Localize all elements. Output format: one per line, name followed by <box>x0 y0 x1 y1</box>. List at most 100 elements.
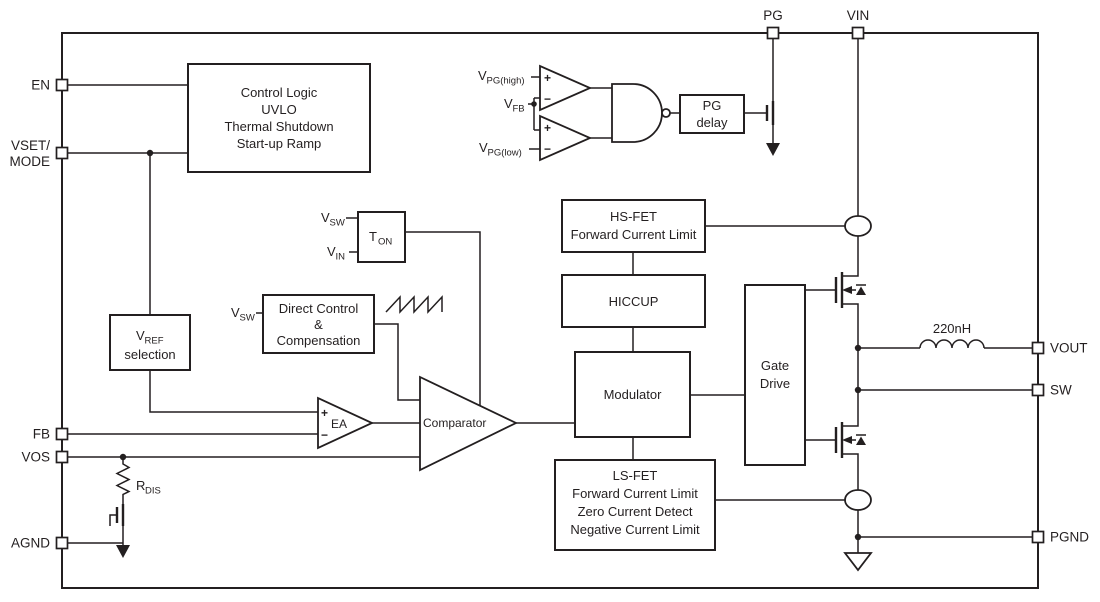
pg-delay-line1: PG <box>703 98 722 113</box>
gate-drive-line1: Gate <box>761 358 789 373</box>
pin-en <box>55 78 69 92</box>
junction-dot <box>854 386 862 394</box>
inductor-icon <box>919 339 985 349</box>
pin-label-vin: VIN <box>847 8 870 23</box>
pg-fet-ground-arrow-icon <box>766 143 780 156</box>
gate-drive-line2: Drive <box>760 376 790 391</box>
ton-label-sub: ON <box>378 237 392 248</box>
rdis-label-sub: DIS <box>145 486 161 497</box>
modulator-block <box>574 351 691 438</box>
vsw-dc-label: V <box>231 305 240 320</box>
vsw-ton-label-sub: SW <box>330 218 345 229</box>
ea-label: EA <box>331 417 347 431</box>
vfb-label: V <box>504 96 513 111</box>
hs-fet-body-arrow-icon <box>842 286 852 294</box>
vin-ton-label: V <box>327 244 336 259</box>
vref-label: V <box>136 328 145 343</box>
control-logic-line1: Control Logic <box>241 85 318 100</box>
pin-label-vos: VOS <box>21 450 50 465</box>
wire-rdis-chain <box>115 457 131 545</box>
ls-fet-line4: Negative Current Limit <box>570 522 700 537</box>
vfb-label-sub: FB <box>513 104 525 115</box>
vsw-dc-label-sub: SW <box>240 313 255 324</box>
vin-ton-label-sub: IN <box>336 252 346 263</box>
wire-vref-to-ea <box>149 370 318 413</box>
polarity-signs: + − + − + − <box>321 71 551 442</box>
ea-minus-sign: − <box>321 428 328 442</box>
wiring <box>67 38 1033 553</box>
comp2-plus-sign: + <box>544 121 551 135</box>
wire-ton-out <box>405 231 481 406</box>
junction-dot <box>531 101 537 107</box>
vpg-high-label-sub: PG(high) <box>487 76 525 87</box>
junction-dots <box>119 101 862 541</box>
ls-fet-body-arrow-icon <box>842 436 852 444</box>
pin-vos <box>55 450 69 464</box>
pin-pg <box>766 26 780 40</box>
comp2-minus-sign: − <box>544 142 551 156</box>
hs-fet-line1: HS-FET <box>610 209 657 224</box>
modulator-label: Modulator <box>604 387 662 402</box>
ground-icon <box>843 552 873 572</box>
pin-vin <box>851 26 865 40</box>
inductor-value-label: 220nH <box>933 321 971 336</box>
ls-fet-limit-block <box>554 459 716 551</box>
pin-label-vout: VOUT <box>1050 341 1088 356</box>
sawtooth-waveform-icon <box>385 295 443 314</box>
hs-current-sense-icon <box>844 215 872 237</box>
pin-labels: EN VSET/ MODE FB VOS AGND PG VIN VOUT SW… <box>10 8 1090 551</box>
hs-fet-limit-block <box>561 199 706 253</box>
error-amplifier <box>317 396 375 450</box>
pin-label-fb: FB <box>33 427 50 442</box>
pin-fb <box>55 427 69 441</box>
chip-boundary <box>61 32 1039 589</box>
hs-fet-line2: Forward Current Limit <box>571 227 697 242</box>
ls-fet-diode-icon <box>856 436 866 445</box>
vpg-high-label: V <box>478 68 487 83</box>
rdis-label: R <box>136 478 145 493</box>
ls-current-sense-icon <box>844 489 872 511</box>
ton-label: T <box>369 229 377 244</box>
pin-vset-mode <box>55 146 69 160</box>
control-logic-block <box>187 63 371 173</box>
pin-label-en: EN <box>31 78 50 93</box>
dis-fet-gate-lead <box>109 514 117 526</box>
nand-gate-icon <box>611 83 663 143</box>
hs-power-fet-icon <box>834 272 866 308</box>
gate-drive-block <box>744 284 806 466</box>
junction-dot <box>854 533 862 541</box>
pin-label-pg: PG <box>763 8 783 23</box>
control-logic-line2: UVLO <box>261 102 296 117</box>
wire-directcontrol-to-comparator <box>374 323 420 401</box>
signal-labels: V PG(high) V FB V PG(low) V SW V IN V SW… <box>136 68 971 497</box>
discharge-fet-icon <box>109 504 130 558</box>
pg-delay-line2: delay <box>696 115 728 130</box>
direct-control-block <box>262 294 375 354</box>
pin-vout <box>1031 341 1045 355</box>
comp1-minus-sign: − <box>544 92 551 106</box>
ea-plus-sign: + <box>321 406 328 420</box>
pin-pgnd <box>1031 530 1045 544</box>
ls-fet-line2: Forward Current Limit <box>572 486 698 501</box>
dis-ground-arrow-icon <box>116 545 130 558</box>
direct-control-line1: Direct Control <box>279 301 359 316</box>
vref-selection-block <box>109 314 191 371</box>
vref-label-sub: REF <box>145 336 164 347</box>
comp1-plus-sign: + <box>544 71 551 85</box>
comparator-label: Comparator <box>423 416 486 430</box>
ls-fet-line3: Zero Current Detect <box>578 504 693 519</box>
wire-sw-node <box>842 303 859 427</box>
pin-sw <box>1031 383 1045 397</box>
pin-agnd <box>55 536 69 550</box>
ls-fet-line1: LS-FET <box>613 468 658 483</box>
nand-bubble-icon <box>661 108 671 118</box>
junction-dot <box>854 344 862 352</box>
ls-power-fet-icon <box>834 422 866 458</box>
vpg-low-label: V <box>479 140 488 155</box>
pin-label-mode: MODE <box>10 154 51 169</box>
wire-vin-rail <box>842 38 859 277</box>
pin-label-vset: VSET/ <box>11 138 50 153</box>
main-comparator <box>419 375 519 472</box>
pg-comparator-high <box>539 64 593 112</box>
